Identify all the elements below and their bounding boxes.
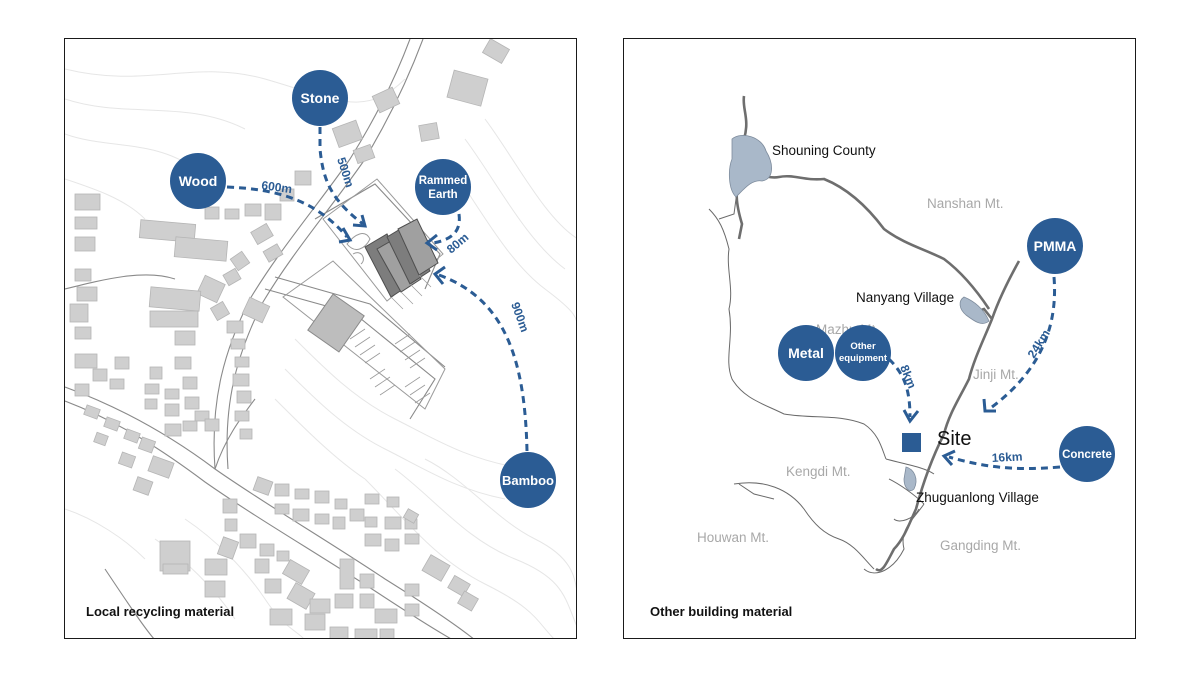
material-label: Stone <box>301 90 340 106</box>
mountain-label-gangding: Gangding Mt. <box>940 538 1021 553</box>
right-panel-caption: Other building material <box>650 604 793 619</box>
material-label-line2: Earth <box>428 189 457 201</box>
water-bodies <box>728 135 990 492</box>
route-rammed-earth <box>432 213 461 245</box>
site-main-buildings <box>307 218 439 404</box>
material-label-line1: Other <box>850 341 876 352</box>
buildings <box>69 39 511 638</box>
material-circle-pmma: PMMA <box>1027 218 1083 274</box>
route-pmma <box>991 276 1057 409</box>
regional-routes <box>887 276 1061 471</box>
material-circle-rammed-earth: Rammed Earth <box>415 159 471 215</box>
distance-label-stone: 500m <box>334 156 357 190</box>
material-label: Concrete <box>1062 449 1112 461</box>
local-site-map: 500m 600m 80m 900m Stone Wood Rammed Ear… <box>65 39 576 638</box>
place-label-shouning-county: Shouning County <box>772 143 876 158</box>
mountain-label-kengdi: Kengdi Mt. <box>786 464 851 479</box>
material-circle-metal: Metal <box>778 325 834 381</box>
distance-label-other-equipment: 8km <box>897 363 919 391</box>
material-label-line2: equipment <box>839 353 888 364</box>
distance-label-concrete: 16km <box>991 449 1022 465</box>
material-circle-wood: Wood <box>170 153 226 209</box>
material-label: Wood <box>179 173 218 189</box>
route-bamboo <box>438 273 529 452</box>
mountain-label-houwan: Houwan Mt. <box>697 530 769 545</box>
place-label-zhuguanlong-village: Zhuguanlong Village <box>916 490 1039 505</box>
material-circle-bamboo: Bamboo <box>500 452 556 508</box>
distance-label-rammed-earth: 80m <box>444 230 471 256</box>
material-label-line1: Rammed <box>419 175 468 187</box>
local-routes <box>226 127 529 452</box>
distance-label-bamboo: 900m <box>508 300 532 334</box>
material-circle-concrete: Concrete <box>1059 426 1115 482</box>
material-label: Metal <box>788 345 824 361</box>
route-wood <box>226 185 349 238</box>
material-circle-other-equipment: Other equipment <box>835 325 891 381</box>
route-concrete <box>948 455 1061 471</box>
site-label: Site <box>937 428 971 450</box>
material-circle-stone: Stone <box>292 70 348 126</box>
material-label: PMMA <box>1034 238 1077 254</box>
regional-map: Site 24km 8km 16km Shouning County Nanya… <box>697 95 1115 574</box>
site-outline <box>282 178 446 410</box>
site-marker <box>902 433 921 452</box>
left-panel-caption: Local recycling material <box>86 604 235 619</box>
mountain-label-nanshan: Nanshan Mt. <box>927 196 1004 211</box>
place-label-nanyang-village: Nanyang Village <box>856 290 954 305</box>
route-other-equipment <box>887 357 912 418</box>
boundary-lines <box>708 198 935 574</box>
local-material-map-panel: 500m 600m 80m 900m Stone Wood Rammed Ear… <box>64 38 577 639</box>
mountain-label-jinji: Jinji Mt. <box>973 367 1019 382</box>
distance-label-pmma: 24km <box>1025 327 1053 360</box>
route-stone <box>318 127 364 226</box>
material-label: Bamboo <box>502 473 554 488</box>
other-material-map-panel: Site 24km 8km 16km Shouning County Nanya… <box>623 38 1136 639</box>
distance-label-wood: 600m <box>261 178 293 196</box>
